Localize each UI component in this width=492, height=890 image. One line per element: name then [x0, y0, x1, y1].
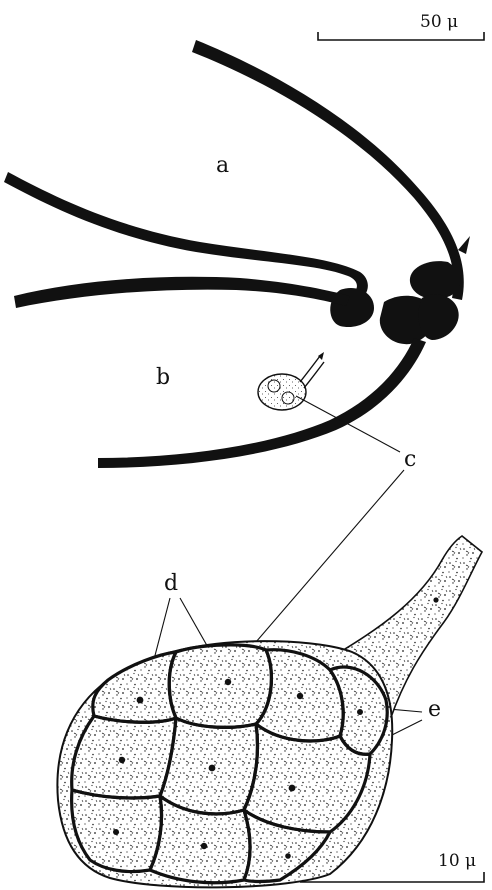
upper-arm-spine [458, 236, 470, 254]
nucleus-9 [201, 843, 207, 849]
nucleus-5 [119, 757, 125, 763]
small-sporangium [258, 352, 324, 410]
label-c: c [404, 447, 416, 472]
nucleus-3 [297, 693, 303, 699]
nucleus-7 [289, 785, 296, 792]
nucleus-1 [225, 679, 231, 685]
nucleus-stalk [433, 597, 438, 602]
sporangium-body [57, 641, 392, 887]
label-b: b [156, 365, 170, 390]
nucleus-8 [113, 829, 119, 835]
nucleus-2 [137, 697, 144, 704]
upper-structure [4, 40, 470, 468]
scale-bar-bottom-label: 10 μ [438, 851, 476, 871]
upper-arm-tip [410, 261, 461, 299]
label-a: a [216, 153, 229, 178]
label-d: d [164, 571, 178, 596]
nucleus-10 [285, 853, 291, 859]
scale-bar-top-label: 50 μ [420, 12, 458, 32]
leader-c-small [296, 396, 400, 452]
left-arm-b [14, 277, 350, 308]
upper-arc-arm [192, 40, 464, 300]
nucleus-6 [209, 765, 216, 772]
central-lobe-right [418, 294, 458, 340]
leader-c-large [256, 470, 404, 642]
nucleus-4 [357, 709, 363, 715]
label-e: e [428, 697, 441, 722]
scale-bar-top: 50 μ [318, 12, 484, 40]
